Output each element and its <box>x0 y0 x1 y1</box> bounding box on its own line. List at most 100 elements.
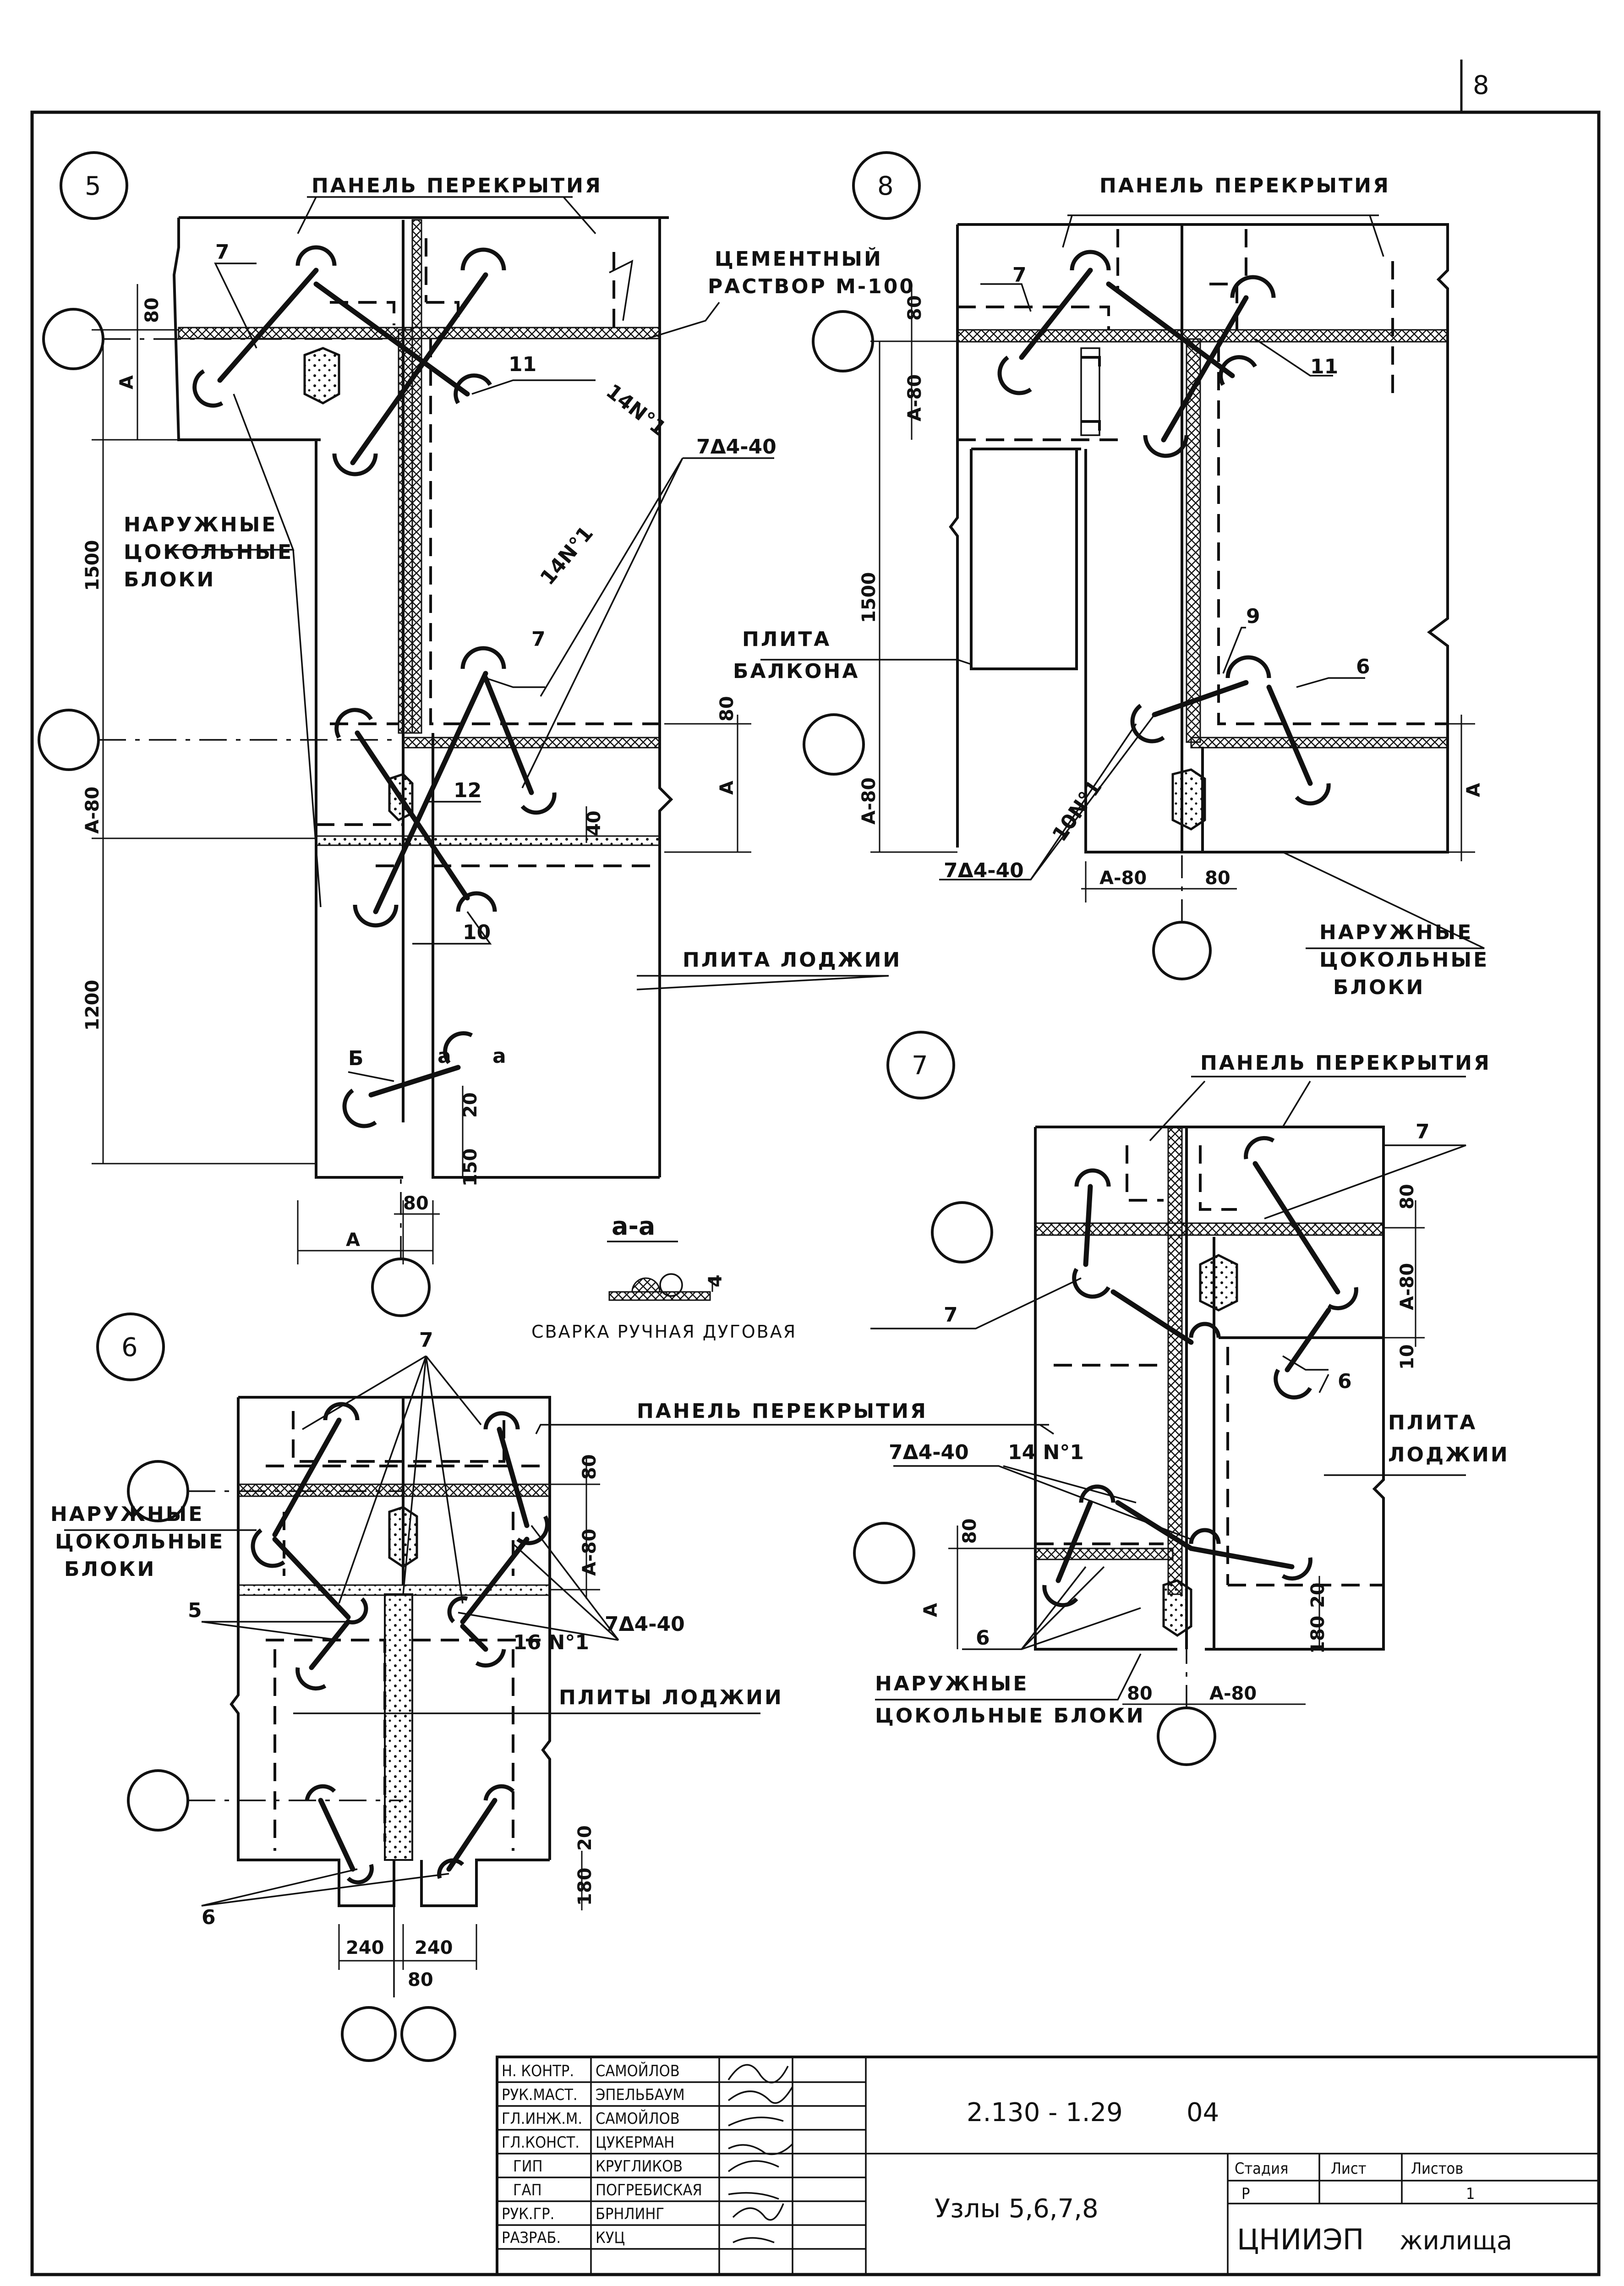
callout-6: 6 <box>1338 1370 1352 1393</box>
node-number: 7 <box>912 1051 928 1081</box>
label-basement-blocks: ЦОКОЛЬНЫЕ <box>1319 948 1489 972</box>
dim-80: 80 <box>408 1969 433 1991</box>
callout-7: 7 <box>215 241 230 264</box>
tb-role: ГАП <box>513 2181 542 2199</box>
axis-bubble <box>853 1522 915 1584</box>
callout-7: 7 <box>531 628 546 651</box>
section-caption: СВАРКА РУЧНАЯ ДУГОВАЯ <box>531 1322 797 1342</box>
tb-role: РУК.ГР. <box>502 2205 554 2223</box>
dim-a80: А-80 <box>579 1529 600 1576</box>
dim-a80: А-80 <box>904 374 925 421</box>
axis-bubble <box>371 1258 431 1317</box>
dim-20: 20 <box>1307 1582 1329 1608</box>
dim-a80: А-80 <box>1397 1263 1418 1310</box>
drawing-title: Узлы 5,6,7,8 <box>935 2194 1099 2224</box>
sheets-header: Листов <box>1411 2160 1463 2178</box>
dim-a80: А-80 <box>1099 868 1147 889</box>
node-number-circle <box>60 151 128 220</box>
tb-name: ПОГРЕБИСКАЯ <box>596 2181 702 2199</box>
label-rod: 14N°1 <box>536 522 598 590</box>
callout-12: 12 <box>454 779 481 802</box>
dim-80: 80 <box>1205 868 1230 889</box>
dim-80: 80 <box>579 1454 600 1480</box>
label-basement-blocks: НАРУЖНЫЕ <box>1319 921 1473 944</box>
dim-20: 20 <box>574 1825 596 1851</box>
label-loggia-slab: ЛОДЖИИ <box>1388 1443 1509 1466</box>
node-number: 6 <box>121 1333 138 1362</box>
axis-bubble <box>931 1201 993 1263</box>
dim-150: 150 <box>460 1148 481 1187</box>
label-basement-blocks: НАРУЖНЫЕ <box>50 1503 204 1526</box>
label-mortar-grade: РАСТВОР М-100 <box>708 275 915 298</box>
node-5: 5 <box>38 151 915 1317</box>
dim-240: 240 <box>415 1937 453 1958</box>
dim-80: 80 <box>142 297 163 323</box>
organization-sub: жилища <box>1400 2226 1512 2256</box>
dim-1500: 1500 <box>858 572 880 623</box>
tb-role: РУК.МАСТ. <box>502 2086 578 2104</box>
callout-11: 11 <box>1310 355 1338 378</box>
drawing-code: 2.130 - 1.29 <box>967 2098 1123 2127</box>
callout-6: 6 <box>202 1906 216 1929</box>
dim-180: 180 <box>1307 1616 1329 1654</box>
callout-7: 7 <box>419 1329 433 1352</box>
label-basement-blocks: БЛОКИ <box>124 568 215 591</box>
dim-a80: А-80 <box>1209 1683 1257 1704</box>
sheet-header: Лист <box>1331 2160 1367 2178</box>
label-floor-panel: ПАНЕЛЬ ПЕРЕКРЫТИЯ <box>1099 174 1390 197</box>
label-loggia-slab: ПЛИТА <box>1388 1411 1477 1434</box>
label-basement-blocks: БЛОКИ <box>64 1558 156 1581</box>
dim-40: 40 <box>584 810 605 836</box>
title-block: Н. КОНТР. РУК.МАСТ. ГЛ.ИНЖ.М. ГЛ.КОНСТ. … <box>496 2056 1600 2276</box>
dim-10: 10 <box>1397 1344 1418 1370</box>
sheet-frame: 8 <box>30 60 1601 2276</box>
stage-header: Стадия <box>1235 2160 1288 2178</box>
section-title: а-а <box>612 1212 655 1241</box>
label-rod: 14 N°1 <box>1008 1441 1084 1464</box>
axis-bubble <box>812 310 874 372</box>
tb-role: РАЗРАБ. <box>502 2229 561 2247</box>
axis-bubble <box>341 2006 397 2062</box>
sheets-value: 1 <box>1466 2185 1475 2203</box>
label-weld: 7Δ4-40 <box>889 1441 969 1464</box>
dim-80: 80 <box>1397 1184 1418 1209</box>
dim-180: 180 <box>574 1868 596 1906</box>
label-basement-blocks: ЦОКОЛЬНЫЕ <box>55 1530 224 1553</box>
dim-a80: А-80 <box>858 777 880 825</box>
dim-1200: 1200 <box>82 980 103 1031</box>
callout-6: 6 <box>976 1626 990 1650</box>
label-rod: 10N°1 <box>1048 776 1106 846</box>
dim-80: 80 <box>1127 1683 1153 1704</box>
label-balcony-slab: ПЛИТА <box>742 628 831 651</box>
tb-role: Н. КОНТР. <box>502 2062 574 2080</box>
tb-name: САМОЙЛОВ <box>596 2062 680 2080</box>
callout-7: 7 <box>944 1303 958 1327</box>
label-basement-blocks: ЦОКОЛЬНЫЕ <box>124 541 293 564</box>
tb-name: БРНЛИНГ <box>596 2205 664 2223</box>
section-size: 4 <box>705 1274 726 1287</box>
label-rod: 16 N°1 <box>513 1631 589 1654</box>
node-number-circle <box>886 1031 955 1099</box>
axis-bubble <box>127 1769 189 1832</box>
label-balcony-slab: БАЛКОНА <box>733 660 859 683</box>
tb-name: ЭПЕЛЬБАУМ <box>596 2086 685 2104</box>
label-weld: 7Δ4-40 <box>696 435 776 459</box>
node-7: 7 <box>853 1031 1509 1766</box>
node-number-circle <box>96 1313 165 1381</box>
tb-name: КРУГЛИКОВ <box>596 2157 683 2176</box>
organization: ЦНИИЭП <box>1237 2223 1364 2256</box>
callout-11: 11 <box>509 353 536 376</box>
axis-bubble <box>42 308 104 370</box>
label-basement-blocks: ЦОКОЛЬНЫЕ БЛОКИ <box>875 1704 1145 1728</box>
label-basement-blocks: БЛОКИ <box>1333 976 1425 999</box>
tb-name: КУЦ <box>596 2229 625 2247</box>
tb-role: ГЛ.ИНЖ.М. <box>502 2110 582 2128</box>
dim-240: 240 <box>346 1937 384 1958</box>
section-a-a: а-а 4 СВАРКА РУЧНАЯ ДУГОВАЯ <box>531 1212 797 1342</box>
dim-a: А <box>920 1603 941 1617</box>
callout-6: 6 <box>1356 655 1370 678</box>
label-weld: 7Δ4-40 <box>944 859 1024 882</box>
dim-80: 80 <box>904 295 925 321</box>
label-floor-panel: ПАНЕЛЬ ПЕРЕКРЫТИЯ <box>1200 1051 1491 1075</box>
